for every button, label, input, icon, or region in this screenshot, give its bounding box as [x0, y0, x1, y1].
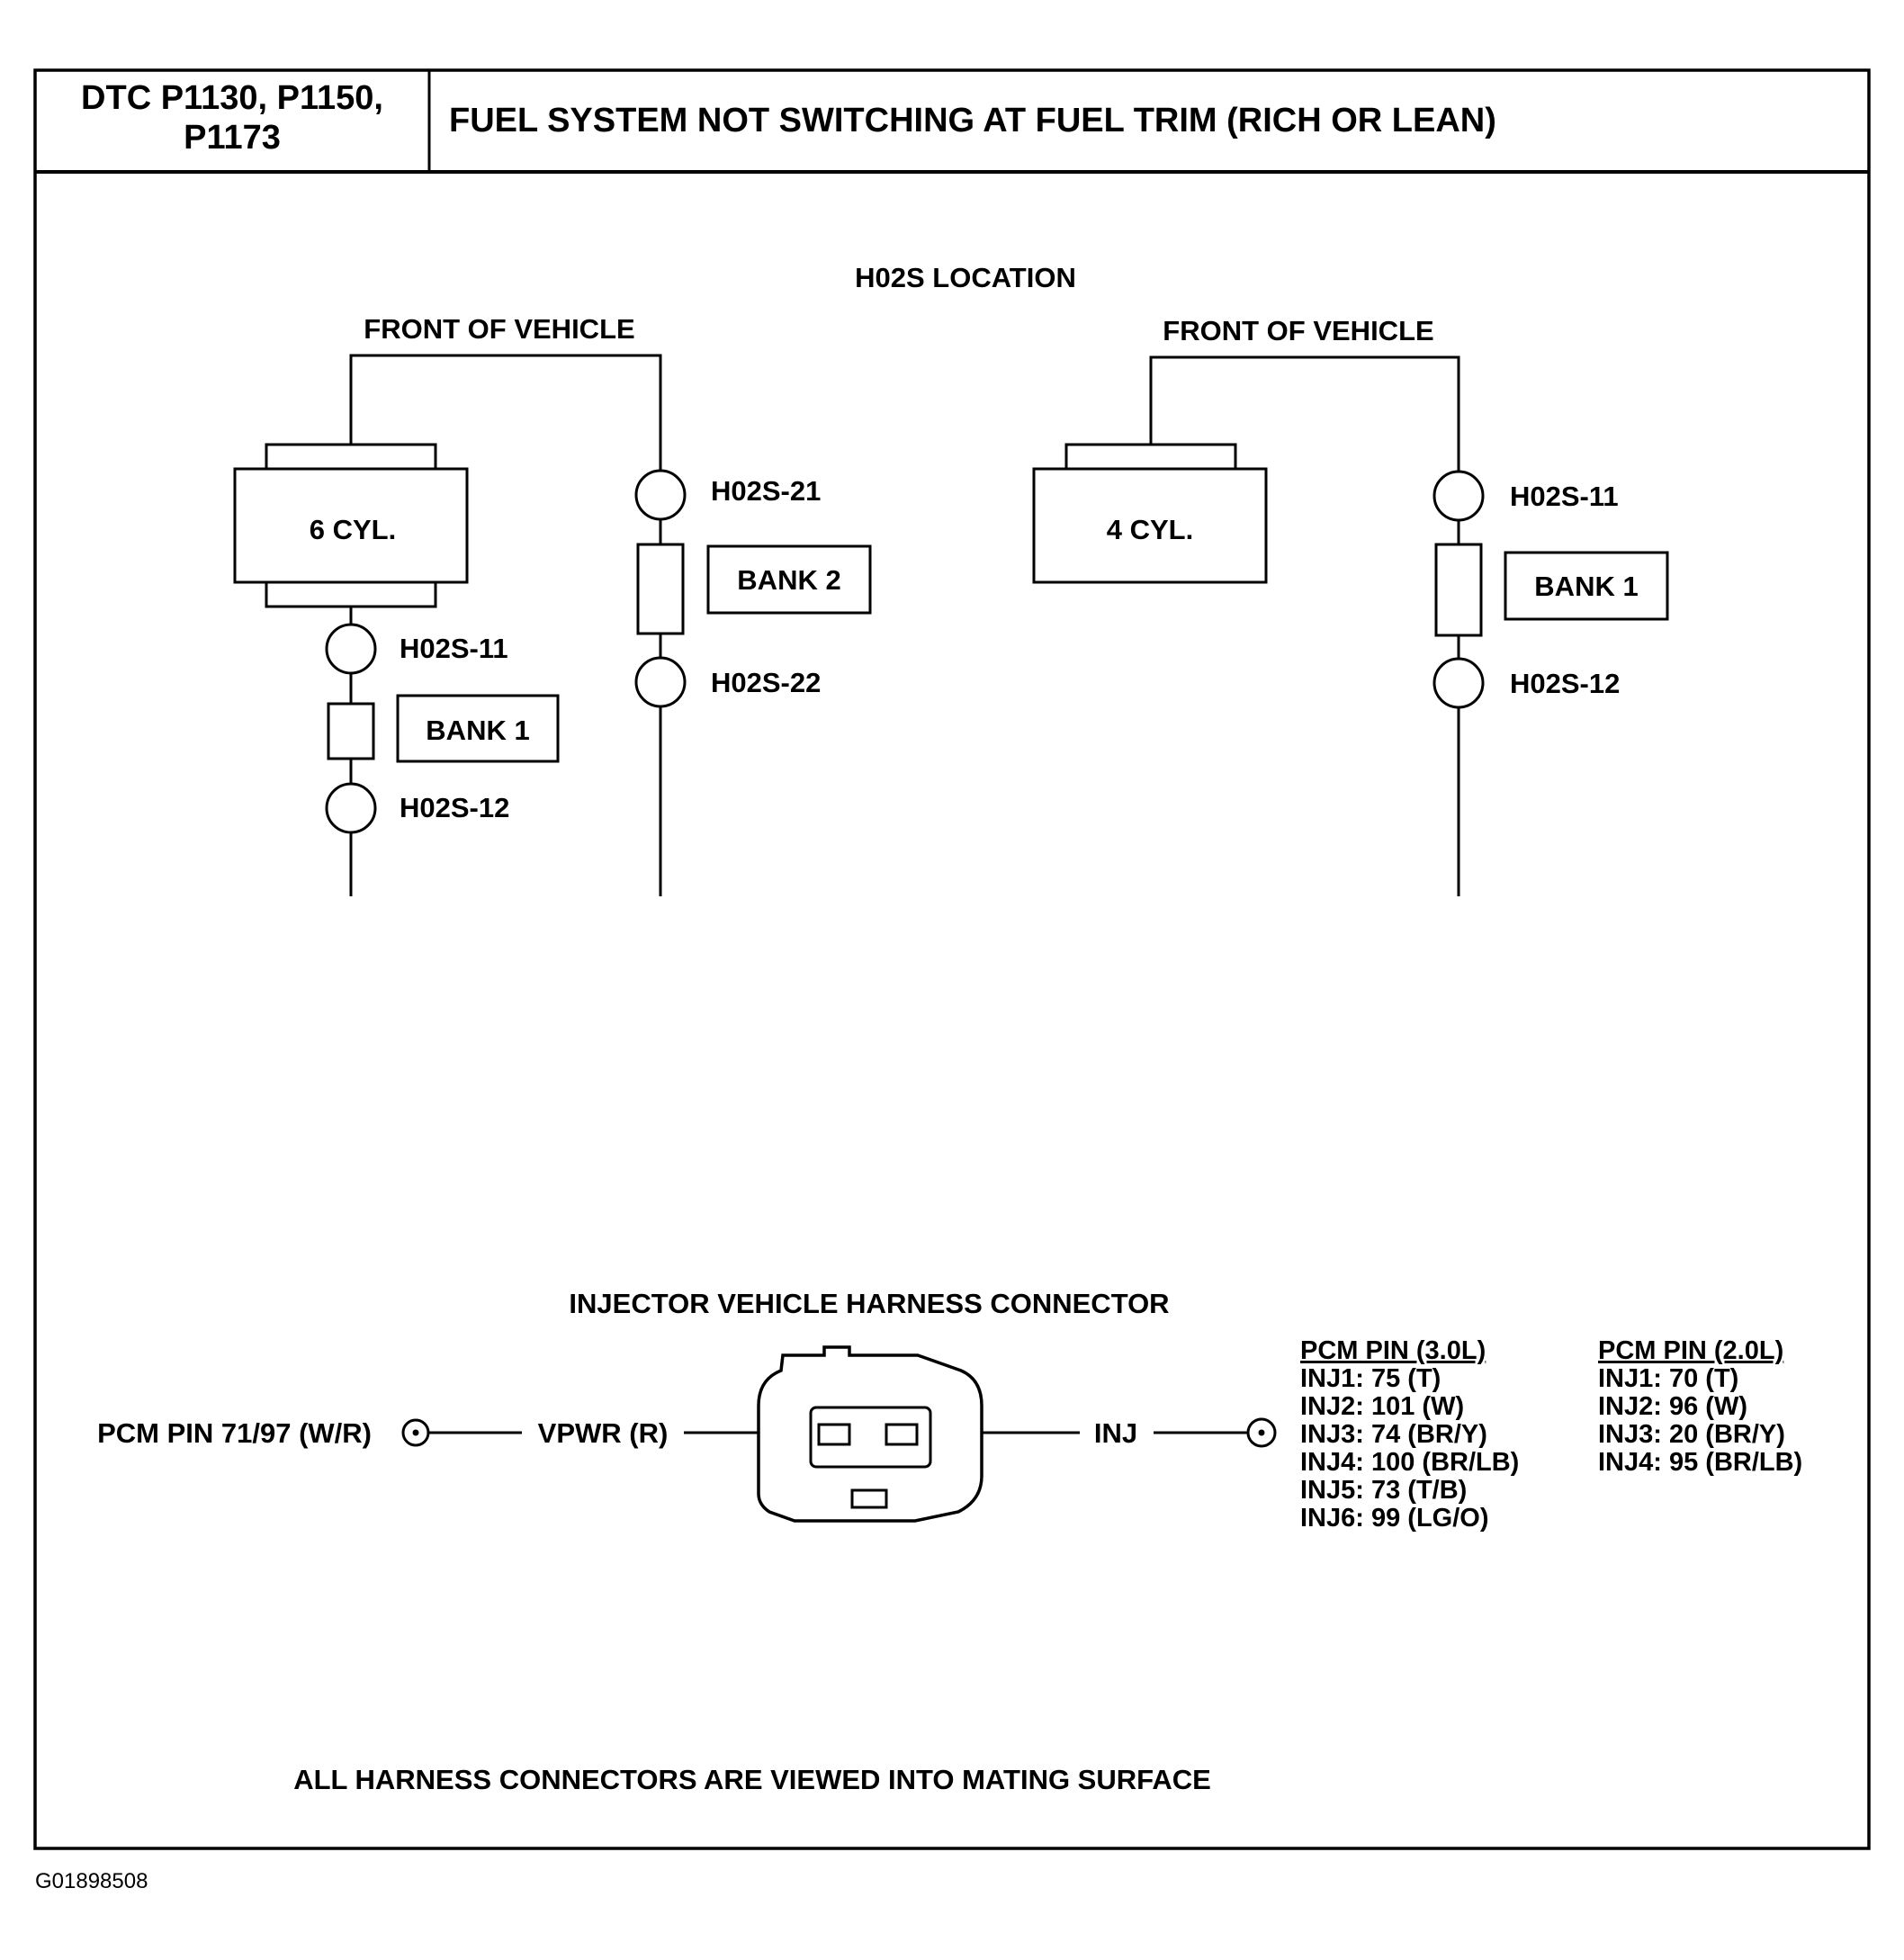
sensor-h02s-22	[634, 656, 687, 708]
connector-body	[757, 1345, 983, 1523]
left-terminal-dot	[412, 1429, 419, 1436]
h02s-21-label: H02S-21	[711, 475, 821, 507]
list-item: INJ4: 95 (BR/LB)	[1598, 1448, 1802, 1477]
injector-connector-diagram	[401, 1345, 1277, 1523]
page-title: FUEL SYSTEM NOT SWITCHING AT FUEL TRIM (…	[449, 102, 1496, 139]
location-title: H02S LOCATION	[855, 262, 1076, 293]
sensor-h02s-11-6cyl	[325, 623, 377, 675]
bank1-label-box-6cyl	[396, 694, 560, 763]
six-cyl-diagram	[233, 354, 872, 896]
vpwr-wire-label: VPWR (R)	[538, 1417, 669, 1449]
h02s-12-label-6cyl: H02S-12	[400, 792, 509, 823]
list-item: INJ1: 75 (T)	[1300, 1364, 1441, 1393]
list-item: INJ6: 99 (LG/O)	[1300, 1504, 1489, 1533]
list-item: INJ2: 101 (W)	[1300, 1392, 1464, 1421]
sensor-h02s-21	[634, 469, 687, 521]
inj-wire-label: INJ	[1094, 1417, 1137, 1449]
four-cyl-exhaust-route	[1149, 355, 1460, 472]
bank1-label-box-4cyl	[1504, 551, 1669, 621]
connector-latch	[850, 1488, 888, 1509]
list-item: INJ5: 73 (T/B)	[1300, 1476, 1467, 1505]
list-item: INJ2: 96 (W)	[1598, 1392, 1747, 1421]
outer-border	[33, 68, 1871, 1850]
footer-note: ALL HARNESS CONNECTORS ARE VIEWED INTO M…	[293, 1764, 1211, 1795]
right-terminal-dot	[1258, 1429, 1265, 1436]
bank1-catalyst-4cyl	[1434, 543, 1483, 637]
figure-code: G01898508	[35, 1869, 148, 1893]
list-item: INJ3: 74 (BR/Y)	[1300, 1420, 1487, 1449]
left-pin-label: PCM PIN 71/97 (W/R)	[97, 1417, 372, 1449]
right-terminal	[1246, 1417, 1277, 1448]
h02s-22-label: H02S-22	[711, 667, 821, 698]
connector-terminal-left	[817, 1423, 851, 1446]
front-of-vehicle-6cyl: FRONT OF VEHICLE	[364, 313, 634, 345]
bank2-label-box	[706, 544, 872, 615]
four-cyl-top-manifold	[1064, 443, 1237, 471]
bank2-label: BANK 2	[737, 564, 840, 596]
bank1-catalyst-6cyl	[327, 702, 375, 760]
four-cyl-diagram	[1032, 355, 1669, 896]
bank1-label-6cyl: BANK 1	[426, 715, 529, 746]
six-cyl-exhaust-route	[349, 354, 662, 471]
bank1-label-4cyl: BANK 1	[1534, 571, 1638, 602]
h02s-11-label-4cyl: H02S-11	[1510, 481, 1619, 512]
sensor-h02s-12-6cyl	[325, 782, 377, 834]
engine-label-4cyl: 4 CYL.	[1107, 514, 1193, 545]
h02s-12-label-4cyl: H02S-12	[1510, 668, 1620, 699]
six-cyl-bottom-manifold	[265, 580, 437, 608]
pcm-pins-20l-header: PCM PIN (2.0L)	[1598, 1336, 1783, 1365]
list-item: INJ1: 70 (T)	[1598, 1364, 1738, 1393]
bank2-catalyst	[636, 543, 685, 635]
engine-label-6cyl: 6 CYL.	[310, 514, 396, 545]
list-item: INJ3: 20 (BR/Y)	[1598, 1420, 1785, 1449]
pcm-pins-30l-header: PCM PIN (3.0L)	[1300, 1336, 1486, 1365]
h02s-11-label-6cyl: H02S-11	[400, 633, 508, 664]
pcm-pins-20l-table: PCM PIN (2.0L) INJ1: 70 (T) INJ2: 96 (W)…	[1598, 1336, 1802, 1477]
list-item: INJ4: 100 (BR/LB)	[1300, 1448, 1519, 1477]
pcm-pins-30l-table: PCM PIN (3.0L) INJ1: 75 (T) INJ2: 101 (W…	[1300, 1336, 1519, 1533]
connector-terminal-right	[885, 1423, 919, 1446]
front-of-vehicle-4cyl: FRONT OF VEHICLE	[1163, 315, 1433, 346]
dtc-codes-line1: DTC P1130, P1150,	[81, 79, 383, 117]
sensor-h02s-12-4cyl	[1432, 657, 1485, 709]
connector-cavity	[809, 1406, 932, 1469]
sensor-h02s-11-4cyl	[1432, 470, 1485, 522]
connector-title: INJECTOR VEHICLE HARNESS CONNECTOR	[569, 1288, 1169, 1319]
four-cyl-engine-block	[1032, 467, 1268, 584]
dtc-codes-line2: P1173	[184, 119, 281, 157]
six-cyl-top-manifold	[265, 443, 437, 471]
